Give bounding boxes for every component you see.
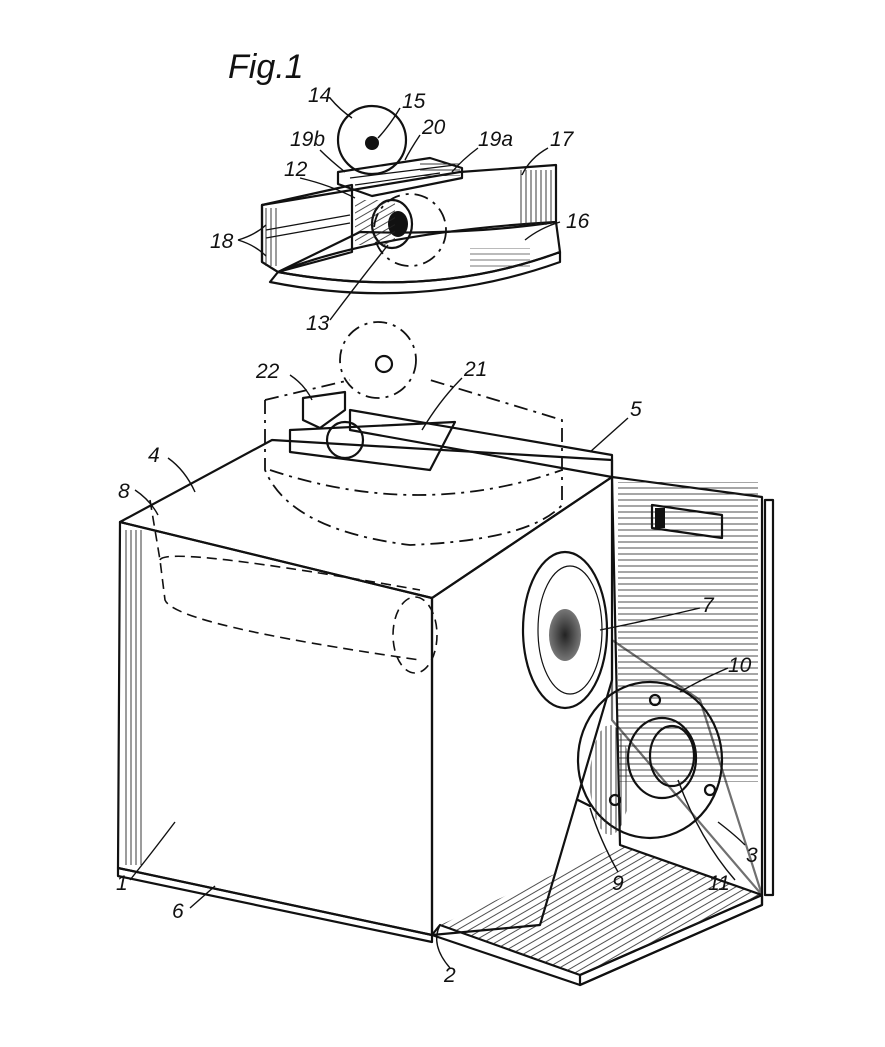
figure-title: Fig.1 <box>228 48 304 86</box>
label-8: 8 <box>118 480 130 503</box>
label-22: 22 <box>255 360 280 383</box>
installed-outline <box>264 321 563 546</box>
label-10: 10 <box>728 654 752 677</box>
driver-10 <box>576 680 724 840</box>
speaker-7 <box>521 550 609 710</box>
label-7: 7 <box>702 594 715 617</box>
hub-15 <box>365 136 379 150</box>
cabinet <box>116 408 775 987</box>
label-1: 1 <box>116 872 128 895</box>
label-19b: 19b <box>290 128 325 151</box>
label-18: 18 <box>210 230 234 253</box>
label-20: 20 <box>421 116 446 139</box>
label-5: 5 <box>630 398 642 421</box>
hidden-lines <box>149 499 438 674</box>
label-9: 9 <box>612 872 624 895</box>
label-16: 16 <box>566 210 590 233</box>
back-wall-17 <box>260 163 558 274</box>
disc-14 <box>336 104 408 176</box>
label-2: 2 <box>443 964 456 987</box>
label-14: 14 <box>308 84 331 107</box>
label-21: 21 <box>463 358 487 381</box>
top-assembly <box>260 104 562 295</box>
label-6: 6 <box>172 900 184 923</box>
label-12: 12 <box>284 158 308 181</box>
label-4: 4 <box>148 444 160 467</box>
label-15: 15 <box>402 90 426 113</box>
bracket-20 <box>336 156 464 198</box>
side-panel <box>430 475 614 937</box>
label-17: 17 <box>550 128 575 151</box>
label-19a: 19a <box>478 128 513 151</box>
label-13: 13 <box>306 312 330 335</box>
leader-lines <box>129 97 746 969</box>
reference-labels: 14 15 19b 20 19a 17 12 18 16 13 22 21 5 … <box>116 84 758 987</box>
label-11: 11 <box>708 872 730 895</box>
label-3: 3 <box>746 844 758 867</box>
